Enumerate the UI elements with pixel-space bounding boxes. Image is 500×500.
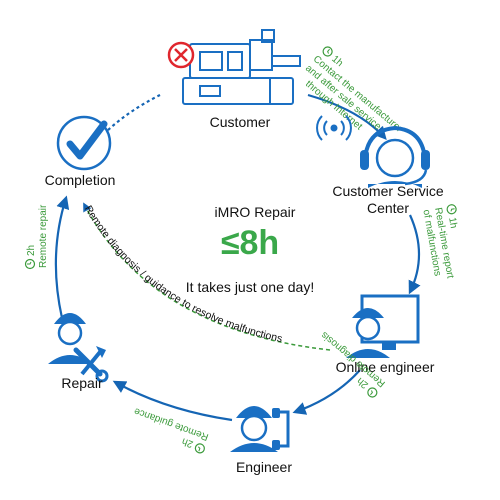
clock-icon	[24, 258, 36, 270]
step-guidance: 2h Remote guidance	[132, 405, 210, 454]
online-engineer-label: Online engineer	[336, 359, 435, 375]
arc-online-to-engineer	[292, 369, 361, 415]
clock-icon	[194, 443, 205, 454]
arc-repair-to-completion	[54, 195, 70, 319]
arc-engineer-to-repair	[112, 380, 233, 422]
injection-machine-icon	[182, 29, 301, 105]
step-repair-time: 2h	[26, 245, 37, 256]
step-guidance-text: Remote guidance	[132, 405, 210, 442]
engineer-tools-icon	[48, 313, 109, 383]
service-center-label-line2: Center	[367, 200, 409, 216]
center-subtitle: It takes just one day!	[186, 279, 314, 295]
step-diagnosis-time: 2h	[355, 375, 371, 391]
step-repair-text: Remote repair	[38, 204, 49, 268]
error-icon	[167, 41, 195, 69]
step-report: 1h Real-time report of malfunctions	[420, 204, 459, 279]
signal-icon	[316, 115, 352, 141]
completion-label: Completion	[45, 172, 116, 188]
clock-icon	[446, 204, 457, 215]
step-repair: 2h Remote repair	[24, 204, 49, 270]
step-contact-time: 1h	[329, 54, 345, 70]
clock-icon	[367, 387, 378, 398]
center-title: iMRO Repair	[215, 204, 296, 220]
step-report-time: 1h	[446, 216, 459, 229]
checkmark-icon	[56, 115, 112, 171]
arc-service-to-online	[408, 214, 421, 295]
clock-icon	[322, 46, 333, 57]
engineer-computer-icon	[346, 294, 420, 358]
customer-label: Customer	[210, 114, 271, 130]
headset-agent-icon	[360, 125, 430, 188]
dashed-remote-path	[83, 202, 331, 351]
center-big-time: ≤8h	[221, 224, 279, 262]
repair-label: Repair	[61, 375, 103, 391]
service-center-label-line1: Customer Service	[332, 183, 443, 199]
engineer-phone-icon	[230, 406, 290, 452]
step-contact: 1h Contact the manufacturer and after sa…	[303, 46, 405, 135]
engineer-label: Engineer	[236, 459, 292, 475]
step-guidance-time: 2h	[181, 435, 195, 449]
arc-completion-to-customer	[107, 94, 161, 131]
